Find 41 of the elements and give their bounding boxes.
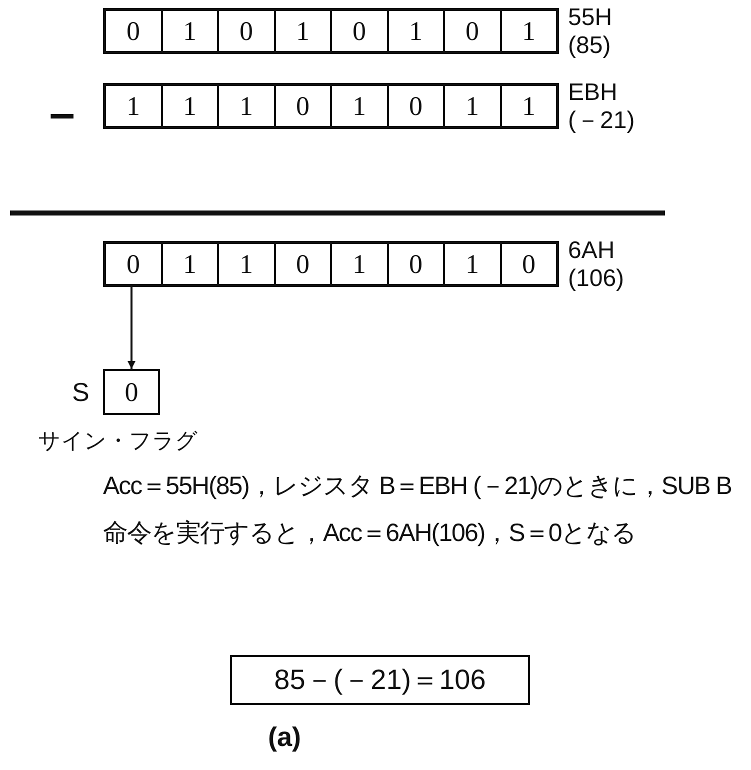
flag-name-label: S bbox=[72, 378, 90, 406]
bit-cell: 1 bbox=[162, 86, 219, 126]
bit-cell: 1 bbox=[276, 11, 332, 51]
bit-cell: 1 bbox=[445, 244, 502, 284]
bit-cell: 1 bbox=[332, 244, 388, 284]
bit-cell: 1 bbox=[502, 11, 556, 51]
bit-cell: 0 bbox=[502, 244, 556, 284]
bit-cell: 1 bbox=[106, 86, 162, 126]
bit-cell: 0 bbox=[106, 11, 162, 51]
bit-cell: 1 bbox=[162, 11, 219, 51]
minus-sign: － bbox=[38, 87, 86, 143]
register-value-label: (85) bbox=[568, 32, 611, 60]
bit-cell: 0 bbox=[276, 86, 332, 126]
bit-cell: 1 bbox=[332, 86, 388, 126]
bit-cell: 0 bbox=[332, 11, 388, 51]
bit-cell: 1 bbox=[219, 244, 276, 284]
register-value-label: (－21) bbox=[568, 107, 635, 135]
bit-cell: 0 bbox=[445, 11, 502, 51]
bit-cell: 0 bbox=[388, 86, 445, 126]
register-value-label: 6AH bbox=[568, 237, 615, 265]
bit-cell: 1 bbox=[445, 86, 502, 126]
bit-cell: 0 bbox=[388, 244, 445, 284]
bit-cell: 1 bbox=[162, 244, 219, 284]
description-text: Acc＝55H(85)，レジスタ B＝EBH (－21)のときに，SUB B 命令を実行すると，Acc＝6AH(106)，S＝0となる bbox=[103, 471, 732, 549]
register-value-label: 55H bbox=[568, 4, 612, 32]
register-box bbox=[103, 241, 559, 287]
bit-cell: 1 bbox=[388, 11, 445, 51]
register-value-label: EBH bbox=[568, 79, 618, 107]
bit-cell: 0 bbox=[106, 244, 162, 284]
figure-label: (a) bbox=[268, 722, 301, 753]
register-box bbox=[103, 83, 559, 129]
flag-box: 0 bbox=[103, 369, 160, 415]
arrow bbox=[128, 287, 136, 369]
formula-box: 85－(－21)＝106 bbox=[230, 655, 530, 705]
bit-cell: 1 bbox=[502, 86, 556, 126]
bit-cell: 0 bbox=[219, 11, 276, 51]
register-value-label: (106) bbox=[568, 265, 624, 293]
bit-cell: 1 bbox=[219, 86, 276, 126]
flag-caption: サイン・フラグ bbox=[38, 427, 198, 455]
bit-cell: 0 bbox=[276, 244, 332, 284]
register-box bbox=[103, 8, 559, 54]
